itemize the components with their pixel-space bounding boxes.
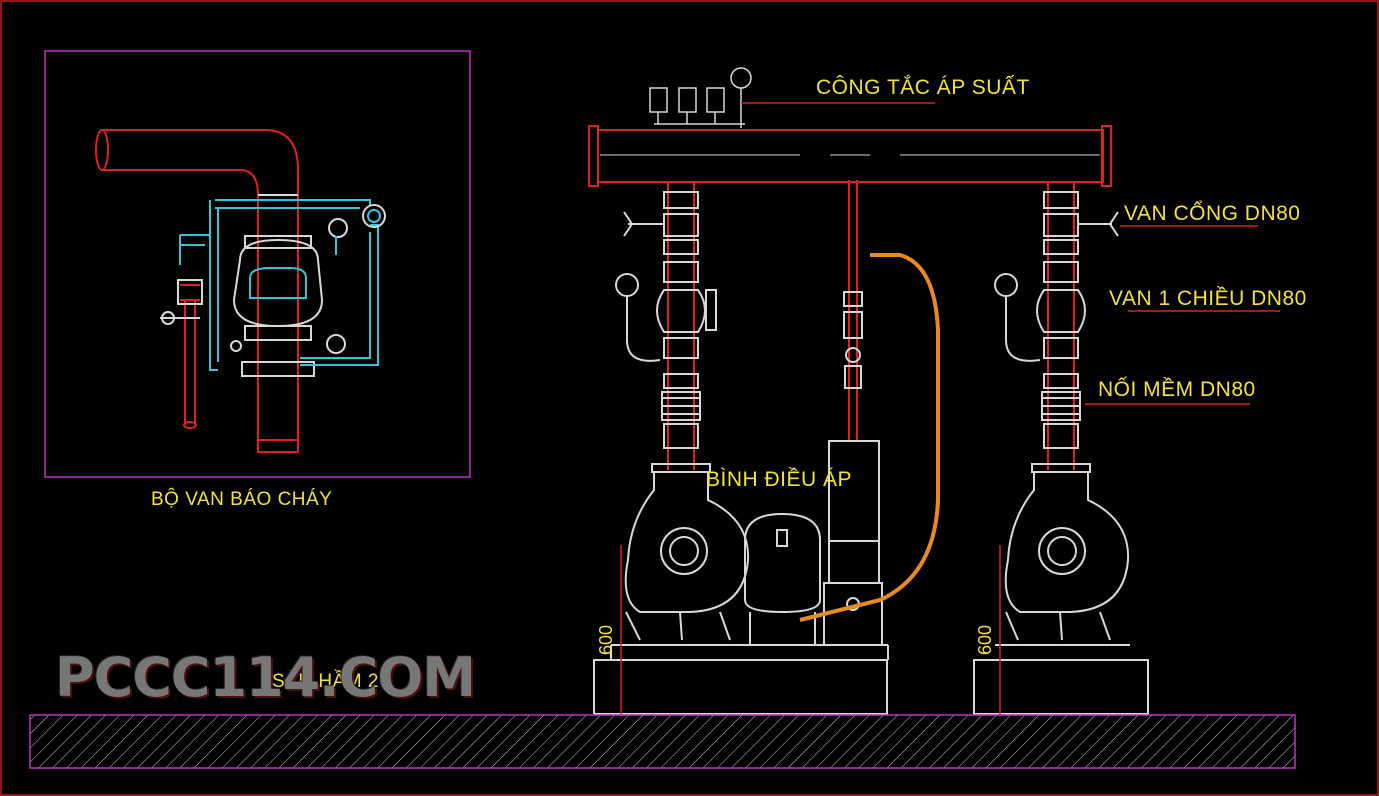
floor-slab	[29, 714, 1296, 769]
pressure-switches	[649, 67, 815, 128]
dim-600-left: 600	[596, 624, 616, 655]
left-pump	[593, 471, 889, 715]
label-flex-joint: NỐI MỀM DN80	[1098, 378, 1256, 401]
label-gate-valve: VAN CỔNG DN80	[1124, 202, 1301, 225]
right-pump	[973, 471, 1149, 715]
label-alarm-valve-set: BỘ VAN BÁO CHÁY	[151, 489, 333, 510]
alarm-valve-body	[160, 235, 324, 377]
left-pump-riser	[615, 182, 717, 473]
label-floor: SÀN HẦM 2	[272, 671, 379, 692]
alarm-valve-frame	[44, 50, 471, 478]
label-pressure-switch: CÔNG TẮC ÁP SUẤT	[816, 76, 1030, 99]
pressure-tank	[744, 512, 821, 645]
alarm-trim-piping	[179, 199, 386, 371]
watermark-logo: PCCC114.COM	[55, 646, 476, 709]
jockey-pump	[799, 180, 940, 646]
alarm-valve-drawing	[95, 129, 299, 453]
dim-600-right: 600	[975, 624, 995, 655]
header-pipe	[588, 125, 1112, 187]
label-pressure-tank: BÌNH ĐIỀU ÁP	[706, 468, 853, 491]
right-pump-riser	[994, 182, 1119, 473]
label-check-valve: VAN 1 CHIỀU DN80	[1109, 287, 1307, 310]
